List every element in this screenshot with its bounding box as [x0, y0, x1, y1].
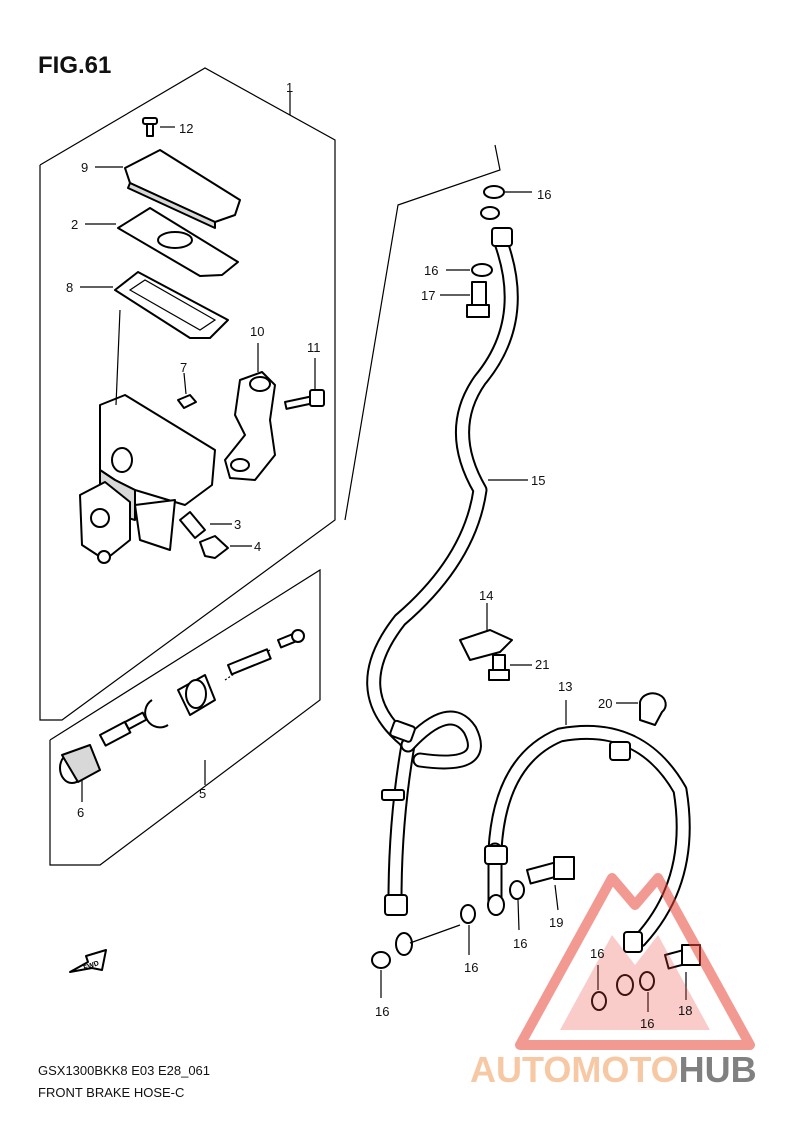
washer-16f	[591, 965, 607, 1011]
callout-c11: 11	[307, 340, 321, 355]
washer-16g	[639, 971, 655, 1012]
washer-top-2	[446, 263, 493, 277]
callout-c16a: 16	[537, 187, 551, 202]
callout-c7: 7	[180, 360, 187, 375]
figure-title: FIG.61	[38, 52, 111, 79]
footer-code: GSX1300BKK8 E03 E28_061	[38, 1063, 210, 1078]
upper-brake-hose	[366, 206, 519, 956]
callout-c20: 20	[598, 696, 612, 711]
callout-c21: 21	[535, 657, 549, 672]
svg-text:AUTOMOTOHUB: AUTOMOTOHUB	[470, 1049, 757, 1090]
callout-c15: 15	[531, 473, 545, 488]
reservoir-cap-screw	[142, 117, 175, 137]
callout-c16g: 16	[640, 1016, 654, 1031]
reservoir-diaphragm	[80, 271, 229, 339]
callout-c16d: 16	[464, 960, 478, 975]
bleeder-cap	[199, 535, 252, 559]
callout-c9: 9	[81, 160, 88, 175]
callout-c14: 14	[479, 588, 493, 603]
callout-c13: 13	[558, 679, 572, 694]
master-cylinder-body	[79, 309, 216, 564]
callout-c4: 4	[254, 539, 261, 554]
fwd-label: FWD	[83, 960, 100, 972]
callout-c12: 12	[179, 121, 193, 136]
watermark-part2: HUB	[679, 1049, 757, 1090]
callout-c2: 2	[71, 217, 78, 232]
watermark-part1: AUTOMOTO	[470, 1049, 679, 1090]
bracket-bolt	[284, 358, 325, 410]
bleeder-screw	[179, 511, 232, 539]
washer-16e	[509, 880, 525, 931]
clamp-bolt-21	[488, 654, 532, 681]
callout-c16f: 16	[590, 946, 604, 961]
callout-c19: 19	[549, 915, 563, 930]
callout-c16e: 16	[513, 936, 527, 951]
washer-top-1	[483, 185, 532, 199]
callout-c6: 6	[77, 805, 84, 820]
callout-c1: 1	[286, 80, 293, 95]
lower-brake-hose	[484, 724, 691, 996]
assembly-outline	[39, 67, 336, 721]
union-bolt-19	[525, 856, 575, 911]
washer-16d	[460, 904, 476, 955]
callout-c16b: 16	[424, 263, 438, 278]
hose-clamp-14	[459, 603, 513, 661]
piston-kit-outline	[49, 568, 321, 866]
footer-caption: FRONT BRAKE HOSE-C	[38, 1085, 184, 1100]
hose-clamp-20	[616, 692, 667, 726]
reservoir-cap	[95, 149, 241, 229]
reservoir-plate	[85, 207, 239, 277]
clip-part-7	[177, 372, 197, 409]
callout-c5: 5	[199, 786, 206, 801]
washer-16c	[371, 951, 391, 998]
callout-labels: 1 12 9 2 8 10 11 7 34 16 16 17 15 14 21 13 20 6 5 19 16 16 16 1…	[66, 80, 692, 1031]
callout-c17: 17	[421, 288, 435, 303]
upper-hose-outline	[344, 144, 501, 521]
callout-c8: 8	[66, 280, 73, 295]
callout-c10: 10	[250, 324, 264, 339]
union-bolt-17	[440, 281, 490, 318]
piston-kit-parts	[59, 629, 305, 802]
callout-c3: 3	[234, 517, 241, 532]
callout-c16c: 16	[375, 1004, 389, 1019]
watermark-logo	[515, 873, 755, 1050]
forward-direction-marker: FWD	[69, 949, 107, 973]
mirror-holder-bracket	[224, 343, 276, 481]
callout-c18: 18	[678, 1003, 692, 1018]
watermark-text: AUTOMOTOHUB	[470, 1049, 757, 1090]
